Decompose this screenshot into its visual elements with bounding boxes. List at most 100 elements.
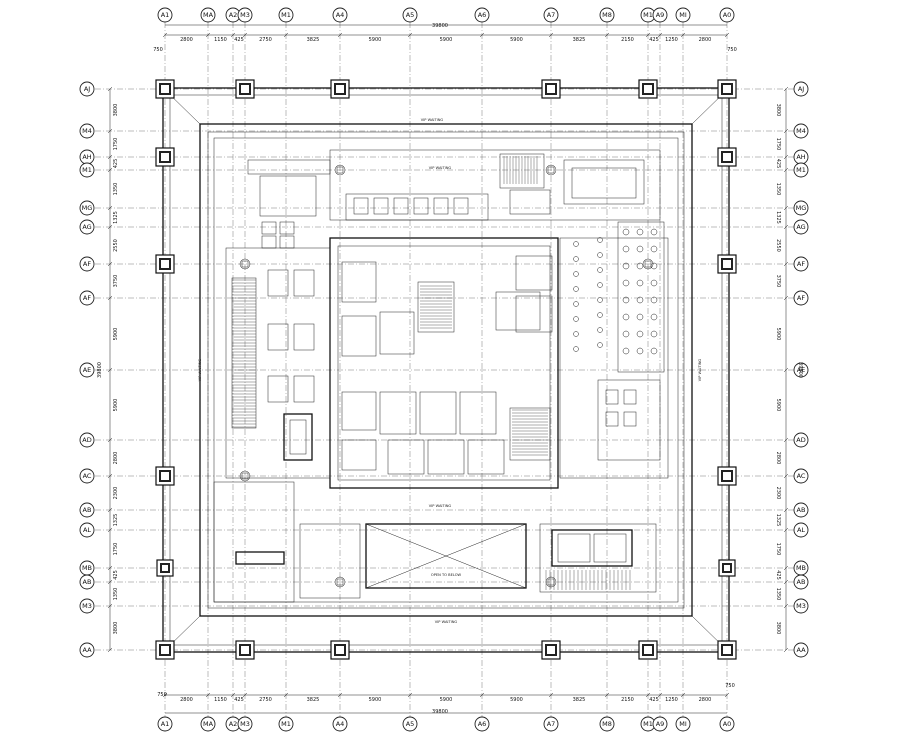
svg-text:MB: MB (82, 564, 92, 572)
dim-bottom-9: 2150 (621, 697, 634, 703)
svg-text:AL: AL (797, 526, 805, 534)
grid-bubble-right-7: AF (793, 290, 809, 306)
svg-text:AC: AC (83, 472, 92, 480)
grid-bubble-left-0: AJ (79, 81, 95, 97)
dim-bottom-2: 425 (234, 697, 244, 703)
svg-text:M3: M3 (796, 602, 806, 610)
svg-text:M8: M8 (602, 11, 612, 19)
svg-text:A7: A7 (547, 11, 556, 19)
svg-text:AF: AF (797, 294, 805, 302)
grid-bubble-right-10: AC (793, 468, 809, 484)
grid-bubble-right-4: MG (793, 200, 809, 216)
grid-bubble-left-16: AA (79, 642, 95, 658)
dim-bottom-3: 2750 (259, 697, 272, 703)
svg-text:AB: AB (797, 578, 806, 586)
grid-bubble-left-15: M3 (79, 598, 95, 614)
grid-bubble-top-5: A4 (332, 7, 348, 23)
svg-text:M1: M1 (82, 166, 92, 174)
room-label-left-zone: VIP WAITING (198, 359, 202, 382)
svg-text:M3: M3 (240, 11, 250, 19)
svg-text:M1: M1 (281, 11, 291, 19)
grid-bubble-left-14: AB (79, 574, 95, 590)
edge-dimension-top-right: 750 (727, 47, 737, 53)
dim-top-3: 2750 (259, 37, 272, 43)
dim-right-14: 1350 (775, 588, 781, 601)
svg-text:MA: MA (203, 11, 214, 19)
svg-text:A0: A0 (723, 11, 732, 19)
total-dimension-bottom: 39800 (432, 709, 448, 715)
svg-text:MB: MB (796, 564, 806, 572)
dim-bottom-10: 425 (649, 697, 659, 703)
grid-bubble-right-0: AJ (793, 81, 809, 97)
grid-bubble-left-6: AF (79, 256, 95, 272)
dim-top-11: 1250 (665, 37, 678, 43)
dim-bottom-11: 1250 (665, 697, 678, 703)
grid-bubble-top-1: MA (200, 7, 216, 23)
grid-bubble-right-13: MB (793, 560, 809, 576)
svg-text:A4: A4 (336, 11, 345, 19)
svg-text:AJ: AJ (84, 85, 90, 93)
svg-text:AB: AB (83, 506, 92, 514)
grid-bubble-left-1: M4 (79, 123, 95, 139)
grid-bubble-top-6: A5 (402, 7, 418, 23)
grid-bubble-top-7: A6 (474, 7, 490, 23)
dim-right-11: 1325 (775, 514, 781, 527)
svg-text:AC: AC (797, 472, 806, 480)
grid-bubble-right-3: M1 (793, 162, 809, 178)
dim-left-12: 1750 (113, 543, 119, 556)
svg-text:MI: MI (679, 720, 687, 728)
grid-bubble-right-12: AL (793, 522, 809, 538)
grid-bubble-right-6: AF (793, 256, 809, 272)
svg-text:A9: A9 (656, 720, 665, 728)
dim-bottom-4: 3825 (307, 697, 320, 703)
grid-bubble-top-13: A0 (719, 7, 735, 23)
svg-text:M3: M3 (240, 720, 250, 728)
edge-dimension-bottom-left: 750 (157, 692, 167, 698)
central-core (329, 156, 559, 489)
total-dimension-left: 39800 (97, 362, 103, 378)
dim-top-1: 1150 (214, 37, 227, 43)
grid-bubble-left-2: AH (79, 149, 95, 165)
grid-bubble-bottom-9: M8 (599, 716, 615, 732)
room-label-top-corridor: VIP WAITING (421, 118, 444, 122)
dim-top-9: 2150 (621, 37, 634, 43)
grid-bubble-left-9: AD (79, 432, 95, 448)
dim-top-5: 5900 (369, 37, 382, 43)
room-label-right-zone: VIP WAITING (698, 359, 702, 382)
room-label-bottom-corridor: VIP WAITING (435, 620, 458, 624)
dim-left-8: 5900 (113, 399, 119, 412)
dim-top-12: 2800 (699, 37, 712, 43)
room-label-top-inner: VIP WAITING (429, 166, 452, 170)
dim-right-0: 3800 (775, 104, 781, 117)
grid-bubble-bottom-8: A7 (543, 716, 559, 732)
dim-bottom-1: 1150 (214, 697, 227, 703)
svg-text:AJ: AJ (798, 85, 804, 93)
grid-bubble-left-4: MG (79, 200, 95, 216)
dim-top-4: 3825 (307, 37, 320, 43)
dim-right-5: 2550 (775, 239, 781, 252)
right-lounge (559, 221, 669, 479)
svg-text:A1: A1 (161, 11, 170, 19)
dim-left-14: 1350 (113, 588, 119, 601)
dim-top-7: 5900 (510, 37, 523, 43)
svg-text:AF: AF (797, 260, 805, 268)
grid-bubble-left-13: MB (79, 560, 95, 576)
grid-bubble-bottom-3: M3 (237, 716, 253, 732)
grid-bubble-left-12: AL (79, 522, 95, 538)
grid-bubble-left-11: AB (79, 502, 95, 518)
dim-bottom-6: 5900 (440, 697, 453, 703)
dim-top-2: 425 (234, 37, 244, 43)
total-dimension-right: 39800 (797, 362, 803, 378)
grid-bubble-right-16: AA (793, 642, 809, 658)
lower-rooms (213, 481, 657, 603)
dim-left-3: 1350 (113, 183, 119, 196)
dimension-lines (107, 24, 789, 714)
dim-bottom-7: 5900 (510, 697, 523, 703)
svg-text:AG: AG (82, 223, 91, 231)
grid-bubble-right-15: M3 (793, 598, 809, 614)
dim-right-6: 3750 (775, 275, 781, 288)
svg-text:A7: A7 (547, 720, 556, 728)
room-labels: VIP WAITING VIP WAITING VIP WAITING VIP … (198, 118, 702, 624)
left-lounge (225, 247, 331, 479)
